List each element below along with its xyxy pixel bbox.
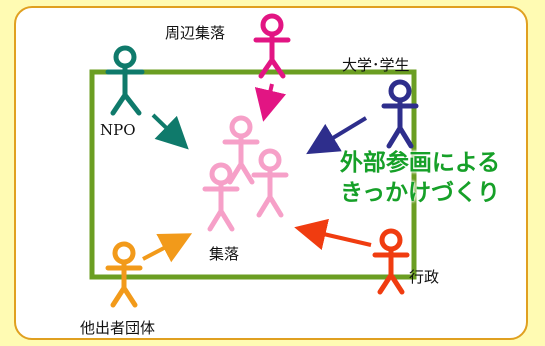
- arrow-university: [306, 116, 368, 155]
- arrow-other: [142, 233, 193, 263]
- arrow-npo: [151, 113, 189, 150]
- community-frame: [89, 69, 417, 280]
- label-government: 行政: [409, 268, 440, 286]
- label-university-students: 大学･学生: [342, 56, 410, 74]
- callout-line-1: 外部参画による: [339, 150, 501, 176]
- label-settlement: 集落: [209, 245, 240, 263]
- stick-figure-other: [105, 241, 143, 308]
- label-neighboring-settlements: 周辺集落: [165, 24, 226, 42]
- arrow-neighbor: [254, 83, 287, 122]
- label-other-groups: 他出者団体: [80, 319, 156, 337]
- callout-line-2: きっかけづくり: [339, 180, 501, 206]
- stick-figure-university: [381, 79, 419, 149]
- stick-figure-npo: [105, 45, 145, 116]
- stick-figure-government: [372, 228, 410, 295]
- arrow-government: [294, 218, 372, 251]
- callout-text: 外部参画による きっかけづくり: [300, 148, 540, 208]
- label-npo: NPO: [100, 121, 136, 139]
- stick-figure-neighbor: [253, 13, 291, 79]
- stick-figure-community: [202, 115, 289, 232]
